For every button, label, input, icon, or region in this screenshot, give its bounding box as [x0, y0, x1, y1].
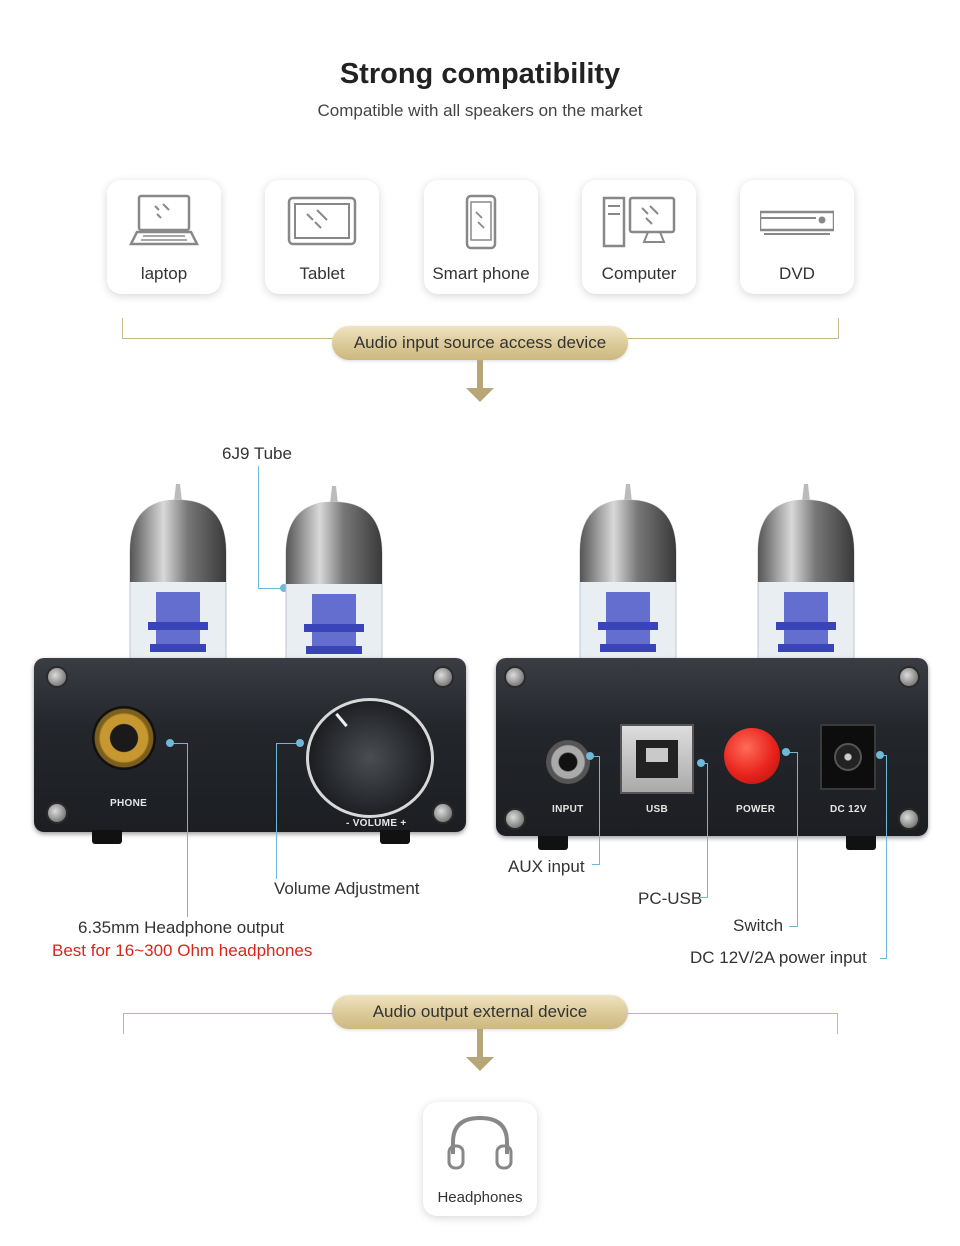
device-label: Headphones — [437, 1189, 523, 1206]
usb-port[interactable] — [620, 724, 694, 794]
volume-callout-line — [276, 743, 277, 879]
device-foot — [380, 830, 410, 844]
device-foot — [538, 836, 568, 850]
headphones-icon — [447, 1115, 513, 1170]
screw-icon — [46, 666, 68, 688]
output-banner: Audio output external device — [332, 995, 628, 1029]
dc-power-jack[interactable] — [820, 724, 876, 790]
aux-callout-dot — [586, 752, 594, 760]
volume-callout-line — [276, 743, 298, 744]
pc-usb-callout: PC-USB — [638, 889, 703, 908]
headphone-callout-dot — [166, 739, 174, 747]
dvd-player-icon — [760, 210, 834, 235]
volume-knob[interactable] — [306, 698, 434, 818]
tube-callout-line — [258, 466, 259, 588]
tube-callout-dot — [280, 584, 288, 592]
dc-callout-dot — [876, 751, 884, 759]
usb-callout-line — [707, 763, 708, 897]
headphone-callout-line — [172, 743, 188, 744]
input-arrow-icon — [466, 388, 494, 402]
device-card-dvd: DVD — [740, 180, 854, 294]
device-card-headphones: Headphones — [423, 1102, 537, 1216]
headphone-impedance-note: Best for 16~300 Ohm headphones — [52, 941, 313, 960]
vacuum-tube-icon — [579, 484, 677, 663]
switch-callout-line — [797, 752, 798, 926]
aux-callout-line — [592, 864, 600, 865]
dc-power-callout: DC 12V/2A power input — [690, 948, 867, 967]
headphone-output-callout: 6.35mm Headphone output — [78, 918, 285, 937]
phone-port-label: PHONE — [110, 798, 148, 809]
device-foot — [846, 836, 876, 850]
screw-icon — [504, 808, 526, 830]
device-card-tablet: Tablet — [265, 180, 379, 294]
usb-callout-dot — [697, 759, 705, 767]
device-card-laptop: laptop — [107, 180, 221, 294]
headphone-callout-line — [187, 743, 188, 917]
input-banner: Audio input source access device — [332, 326, 628, 360]
page-subtitle: Compatible with all speakers on the mark… — [317, 101, 643, 120]
laptop-icon — [128, 194, 200, 246]
device-label: Computer — [601, 264, 677, 283]
dc-label: DC 12V — [830, 804, 867, 815]
switch-callout-line — [789, 926, 798, 927]
device-card-computer: Computer — [582, 180, 696, 294]
aux-callout-line — [599, 756, 600, 864]
dc-callout-line — [886, 755, 887, 958]
screw-icon — [432, 666, 454, 688]
device-label: DVD — [779, 264, 815, 283]
vacuum-tube-icon — [757, 484, 855, 663]
screw-icon — [898, 808, 920, 830]
page-title: Strong compatibility — [339, 58, 621, 90]
usb-callout-line — [703, 763, 707, 764]
aux-input-callout: AUX input — [508, 857, 585, 876]
power-button[interactable] — [724, 728, 780, 784]
volume-label: - VOLUME + — [346, 818, 407, 829]
volume-callout-dot — [296, 739, 304, 747]
smartphone-icon — [465, 194, 497, 250]
tube-callout: 6J9 Tube — [222, 444, 292, 463]
usb-callout-line — [700, 897, 708, 898]
device-card-smartphone: Smart phone — [424, 180, 538, 294]
aux-callout-line — [592, 756, 600, 757]
output-arrow-shaft — [477, 1029, 483, 1057]
power-label: POWER — [736, 804, 776, 815]
input-arrow-shaft — [477, 360, 483, 388]
tube-callout-line — [258, 588, 282, 589]
tablet-icon — [287, 196, 357, 246]
screw-icon — [504, 666, 526, 688]
aux-input-jack[interactable] — [546, 740, 590, 784]
headphone-jack[interactable] — [92, 706, 156, 770]
screw-icon — [898, 666, 920, 688]
device-label: laptop — [140, 264, 188, 283]
vacuum-tube-icon — [285, 486, 383, 665]
device-label: Tablet — [299, 264, 345, 283]
device-label: Smart phone — [432, 264, 530, 283]
dc-callout-line — [882, 755, 887, 756]
dc-callout-line — [880, 958, 887, 959]
output-arrow-icon — [466, 1057, 494, 1071]
vacuum-tube-icon — [129, 484, 227, 663]
volume-adjustment-callout: Volume Adjustment — [274, 879, 420, 898]
usb-port-label: USB — [646, 804, 669, 815]
input-port-label: INPUT — [552, 804, 584, 815]
computer-icon — [602, 196, 676, 248]
screw-icon — [46, 802, 68, 824]
switch-callout: Switch — [733, 916, 784, 935]
screw-icon — [432, 802, 454, 824]
switch-callout-dot — [782, 748, 790, 756]
device-foot — [92, 830, 122, 844]
switch-callout-line — [788, 752, 798, 753]
